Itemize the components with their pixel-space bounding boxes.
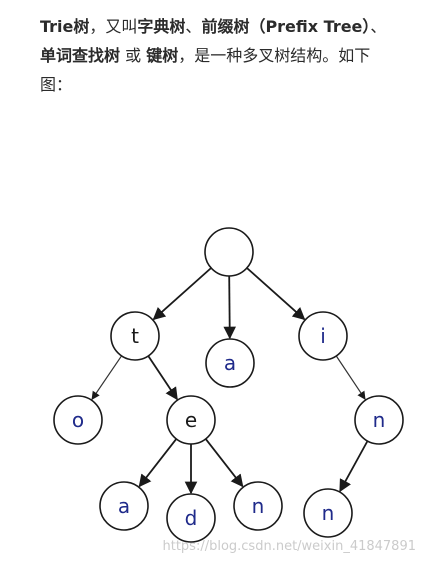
nodes-layer: t a i o e n a d n n [53,227,404,543]
watermark: https://blog.csdn.net/weixin_41847891 [162,539,416,554]
node-a2: a [99,481,149,531]
edges-layer [91,267,369,495]
intro-paragraph: Trie树，又叫字典树、前缀树（Prefix Tree）、单词查找树 或 键树，… [40,12,400,99]
node-circle-n3 [303,488,353,538]
node-label-e: e [185,408,197,432]
node-a1: a [205,338,255,388]
node-label-o: o [72,408,84,432]
text-description: ，是一种多叉树结构。如下图： [40,46,371,94]
node-circle-a1 [205,338,255,388]
node-o: o [53,395,103,445]
node-circle-o [53,395,103,445]
edge-root-to-t [152,267,212,321]
node-label-d: d [185,506,198,530]
edge-root-to-i [246,267,306,321]
node-circle-root [204,227,254,277]
node-circle-e [166,395,216,445]
text-separator-2: 、 [370,17,387,36]
node-label-n1: n [373,408,386,432]
term-key-tree: 键树 [146,46,179,65]
term-dictionary-tree: 字典树 [137,17,186,36]
edge-n1-to-n3 [339,440,369,493]
edge-t-to-o [91,355,122,400]
edge-e-to-n2 [204,438,244,488]
term-prefix-tree: 前缀树（Prefix Tree） [201,17,371,36]
node-n1: n [354,395,404,445]
node-label-t: t [131,324,139,348]
node-circle-n1 [354,395,404,445]
node-e: e [166,395,216,445]
node-label-i: i [320,324,326,348]
node-d: d [166,493,216,543]
text-also-called: ，又叫 [89,17,138,36]
node-label-a2: a [118,494,130,518]
text-separator-1: 、 [185,17,202,36]
node-label-n2: n [252,494,265,518]
edge-t-to-e [147,355,178,401]
node-n3: n [303,488,353,538]
node-circle-d [166,493,216,543]
term-word-search-tree: 单词查找树 [40,46,121,65]
node-i: i [298,311,348,361]
node-t: t [110,311,160,361]
edge-root-to-a1 [223,275,236,340]
node-circle-i [298,311,348,361]
text-or: 或 [120,46,147,65]
node-circle-n2 [233,481,283,531]
node-label-a1: a [224,351,236,375]
node-n2: n [233,481,283,531]
edge-i-to-n1 [335,355,366,400]
node-root [204,227,254,277]
node-circle-t [110,311,160,361]
term-trie: Trie树 [40,17,90,36]
edge-e-to-a2 [138,438,178,488]
node-label-n3: n [322,501,335,525]
node-circle-a2 [99,481,149,531]
